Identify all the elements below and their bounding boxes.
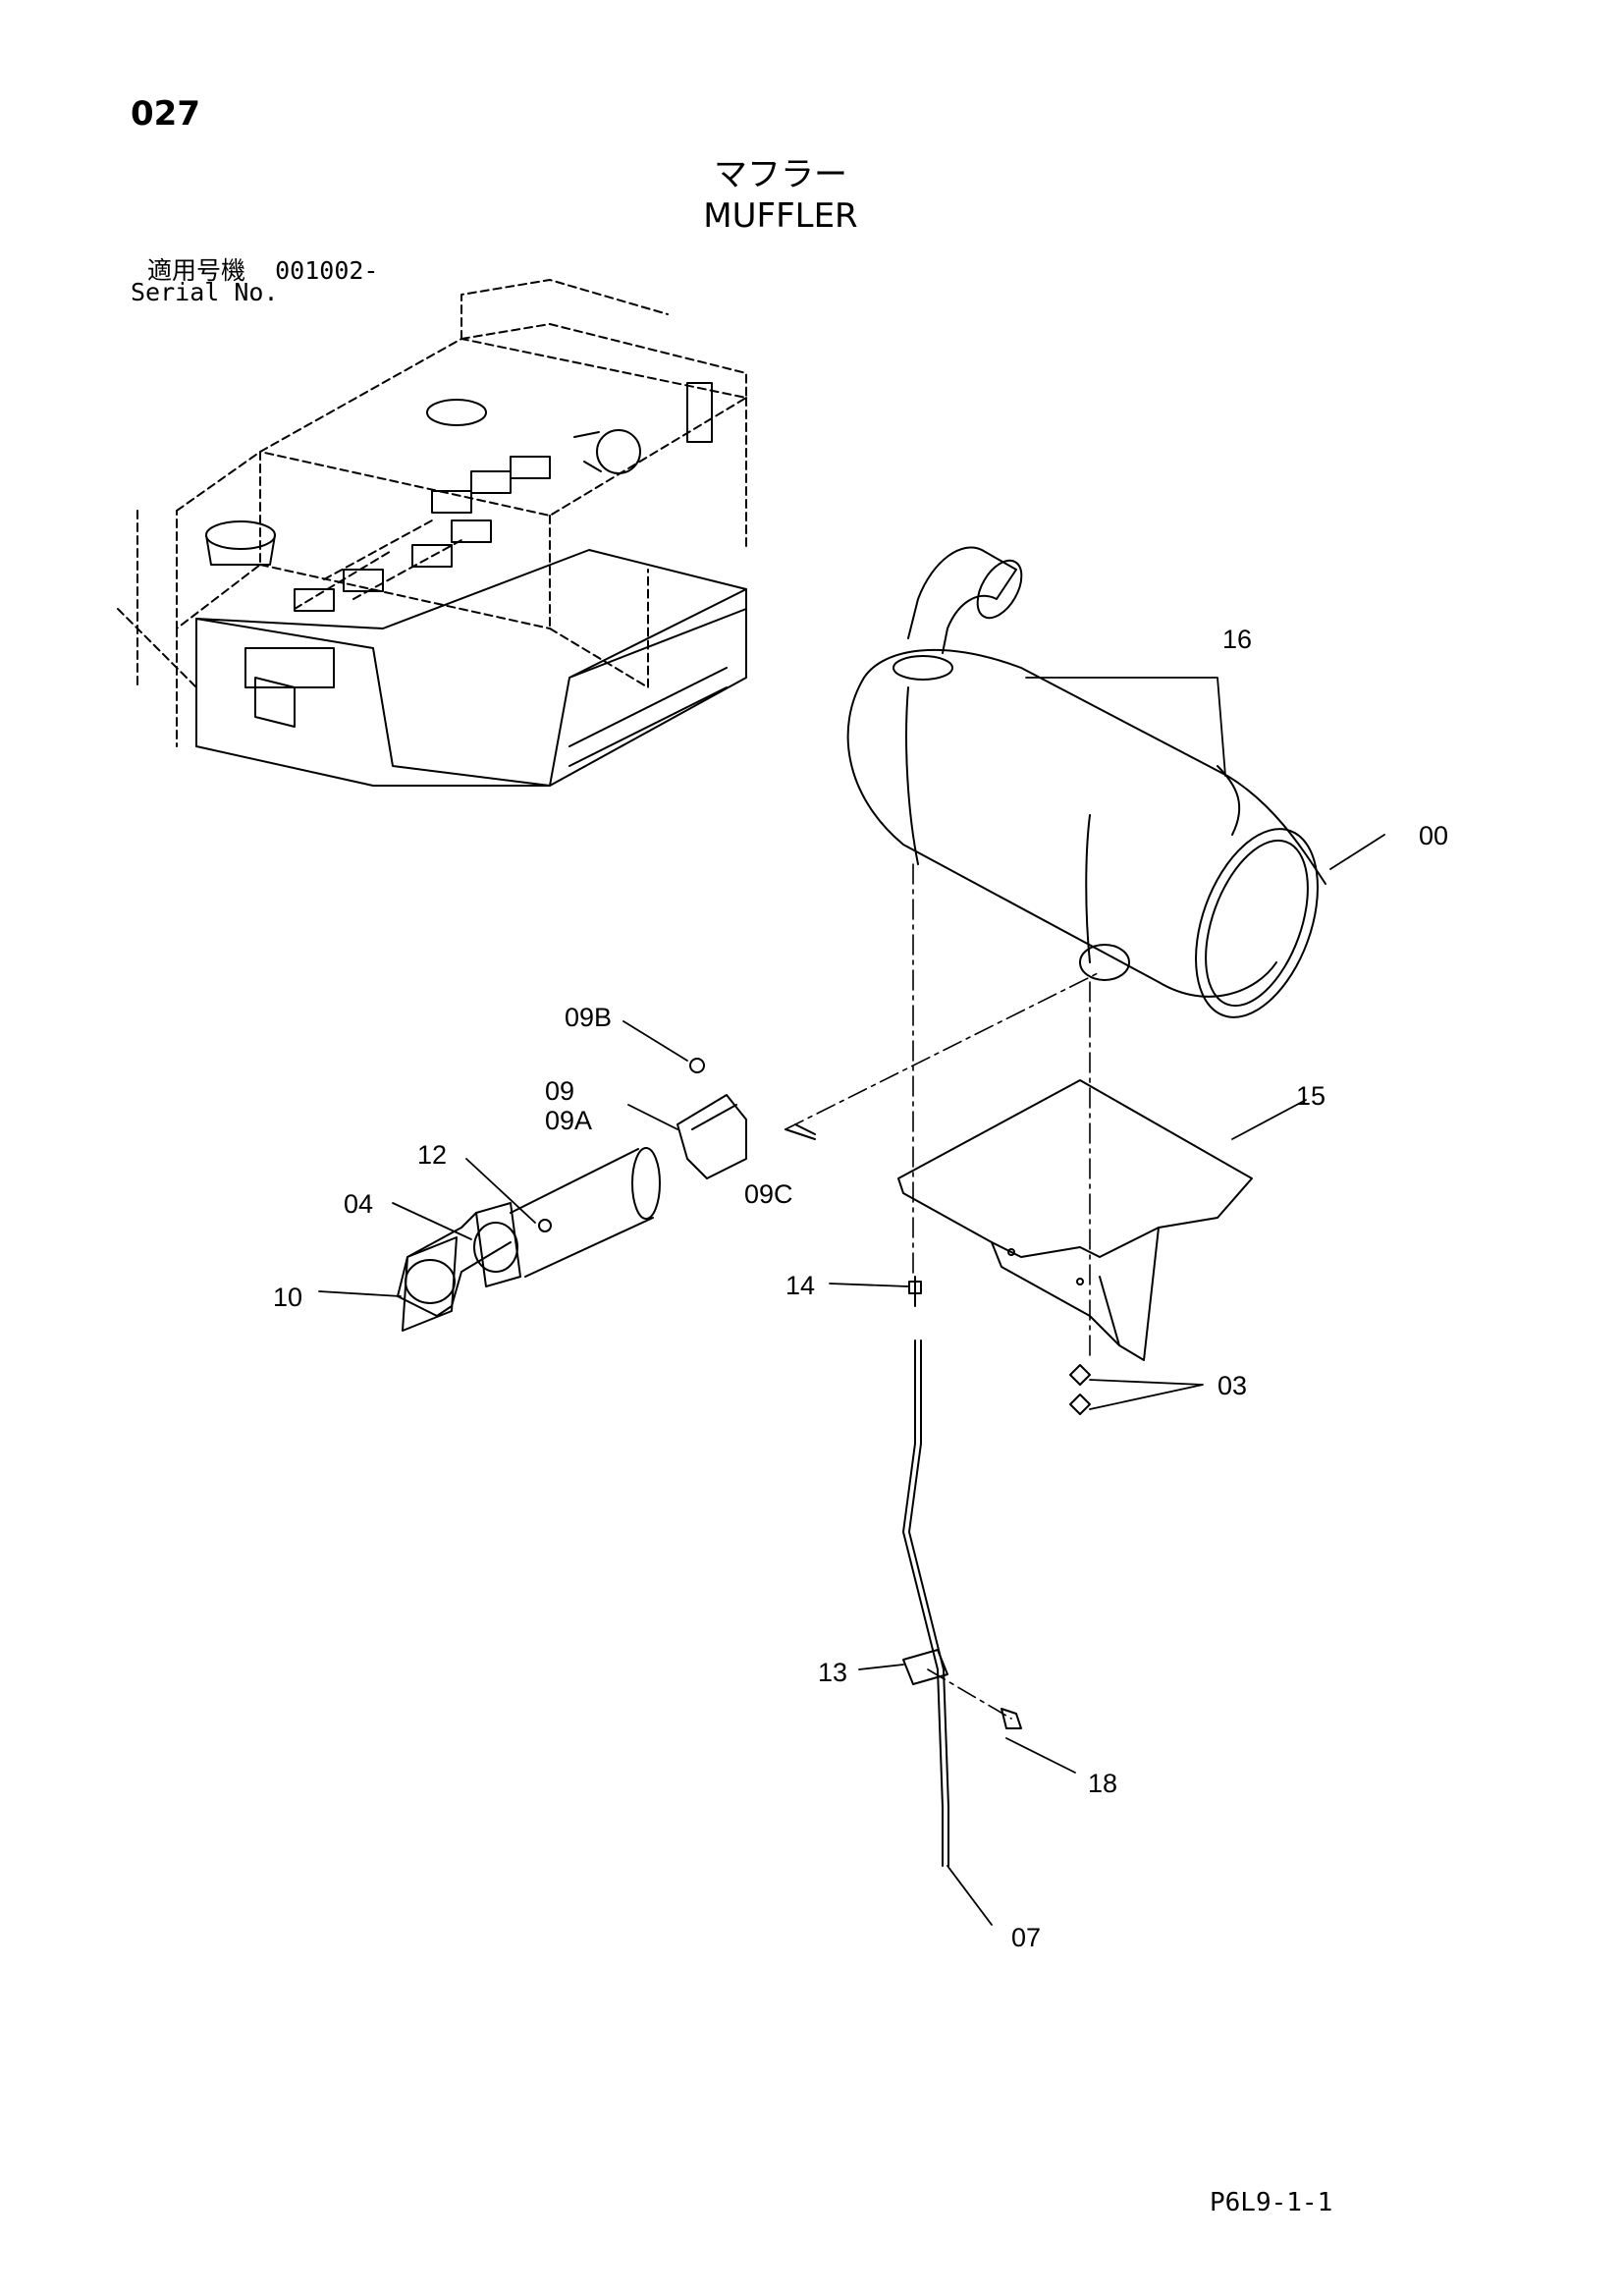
serial-value: 001002-	[275, 256, 379, 285]
part-label-12: 12	[417, 1140, 447, 1170]
serial-label-en: Serial No.	[131, 278, 279, 306]
page-title-en: MUFFLER	[703, 196, 858, 236]
page-title-jp: マフラー	[714, 155, 847, 194]
part-label-09B: 09B	[565, 1003, 612, 1032]
muffler-body-drawing	[846, 546, 1326, 1018]
part-label-14: 14	[785, 1271, 815, 1300]
exhaust-pipe-drawing	[397, 1058, 816, 1332]
machine-overview-drawing	[117, 279, 747, 787]
part-label-09: 09	[545, 1076, 574, 1106]
part-label-09C: 09C	[744, 1179, 793, 1209]
serial-label-jp-text: 適用号機	[147, 256, 246, 285]
part-label-03: 03	[1217, 1371, 1247, 1400]
part-label-15: 15	[1296, 1081, 1325, 1111]
stay-rod-drawing	[902, 1276, 1091, 1867]
part-label-10: 10	[273, 1283, 302, 1312]
alignment-lines	[784, 863, 1101, 1720]
page-number: 027	[131, 94, 200, 134]
part-label-07: 07	[1011, 1923, 1041, 1952]
part-label-09A: 09A	[545, 1106, 592, 1135]
part-label-04: 04	[344, 1189, 373, 1219]
drawing-code: P6L9-1-1	[1210, 2188, 1333, 2217]
serial-label-jp: 適用号機 001002-	[147, 251, 378, 287]
part-label-13: 13	[818, 1658, 847, 1687]
part-label-18: 18	[1088, 1769, 1117, 1798]
part-label-16: 16	[1222, 625, 1252, 654]
bracket-drawing	[897, 1079, 1253, 1361]
part-label-00: 00	[1419, 821, 1448, 850]
leader-lines	[318, 677, 1385, 1926]
